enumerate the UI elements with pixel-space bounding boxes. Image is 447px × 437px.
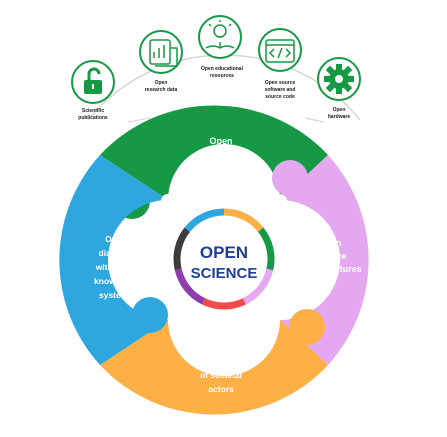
segment-infrastructures-line: science (313, 251, 346, 261)
segment-dialogue-line: with other (95, 262, 137, 272)
segment-dialogue-label: Open dialogue with other knowledge syste… (94, 234, 138, 300)
center-ring-arc (257, 227, 275, 271)
resource-educational: Open educational resources (198, 15, 244, 79)
puzzle-knob (272, 160, 308, 196)
center-ring-arc (202, 298, 246, 310)
center-title-line1: OPEN (200, 243, 248, 262)
resource-hardware: Open hardware (317, 57, 361, 120)
center-ring-arc (184, 208, 225, 232)
segment-engagement-label: Open engagement of societal actors (196, 342, 246, 394)
segment-knowledge-shape (100, 105, 328, 200)
segment-engagement-line: actors (208, 384, 234, 394)
puzzle-knob (132, 297, 168, 333)
segment-knowledge-line: knowledge (198, 162, 245, 172)
resource-label-line: software and (265, 87, 296, 93)
segment-infrastructures-label: Open science infrastructures (298, 238, 362, 274)
segment-engagement-line: engagement (196, 356, 246, 366)
segment-dialogue-shape (59, 155, 168, 365)
center-ring (173, 208, 275, 310)
center-ring-arc (223, 208, 264, 232)
segment-engagement (100, 309, 328, 415)
resource-label-line: Open source (265, 80, 296, 86)
segment-dialogue-line: systems (99, 290, 133, 300)
puzzle-notch (273, 194, 287, 208)
resource-research-data: Open research data (139, 30, 183, 93)
center-hub: OPEN SCIENCE (172, 207, 276, 311)
resource-label-line: hardware (328, 114, 350, 120)
segment-knowledge-line: Open (209, 136, 232, 146)
puzzle-notch (161, 194, 175, 208)
segment-engagement-shape (100, 320, 328, 415)
resource-label-line: source code (265, 94, 295, 100)
resource-source-code: Open source software and source code (258, 28, 302, 100)
resource-label-line: Open (333, 107, 346, 113)
code-window-icon (265, 39, 295, 63)
segment-dialogue-line: knowledge (94, 276, 138, 286)
segment-knowledge-line: scientific (201, 149, 240, 159)
resource-label-line: resources (210, 73, 234, 79)
segment-infrastructures (272, 155, 369, 365)
segment-infrastructures-line: infrastructures (298, 264, 362, 274)
segment-dialogue (59, 155, 168, 365)
gear-icon (324, 64, 354, 94)
segment-engagement-line: of societal (200, 370, 242, 380)
center-ring-arc (173, 227, 191, 271)
segment-infrastructures-shape (280, 155, 369, 365)
center-ring-arc (174, 268, 206, 305)
connector-line (127, 117, 151, 123)
data-chart-icon (149, 39, 178, 67)
segment-infrastructures-line: Open (318, 238, 341, 248)
segment-knowledge-label: Open scientific knowledge (198, 136, 245, 172)
resource-label-line: publications (78, 115, 108, 121)
segment-dialogue-line: dialogue (99, 248, 134, 258)
resource-label-line: Open educational (201, 66, 244, 72)
center-title-line2: SCIENCE (191, 265, 258, 282)
segment-dialogue-line: Open (105, 234, 127, 244)
puzzle-knob (289, 309, 325, 345)
segment-engagement-line: Open (210, 342, 232, 352)
open-lock-icon (84, 67, 102, 94)
resource-publications: Scientific publications (71, 60, 115, 121)
resource-label-line: research data (145, 87, 178, 93)
resource-label-line: Open (155, 80, 168, 86)
center-ring-arc (242, 268, 274, 305)
center-disc (182, 217, 266, 301)
connector-line (304, 117, 325, 123)
resource-label-line: Scientific (82, 108, 104, 114)
book-lightbulb-icon (205, 20, 235, 49)
